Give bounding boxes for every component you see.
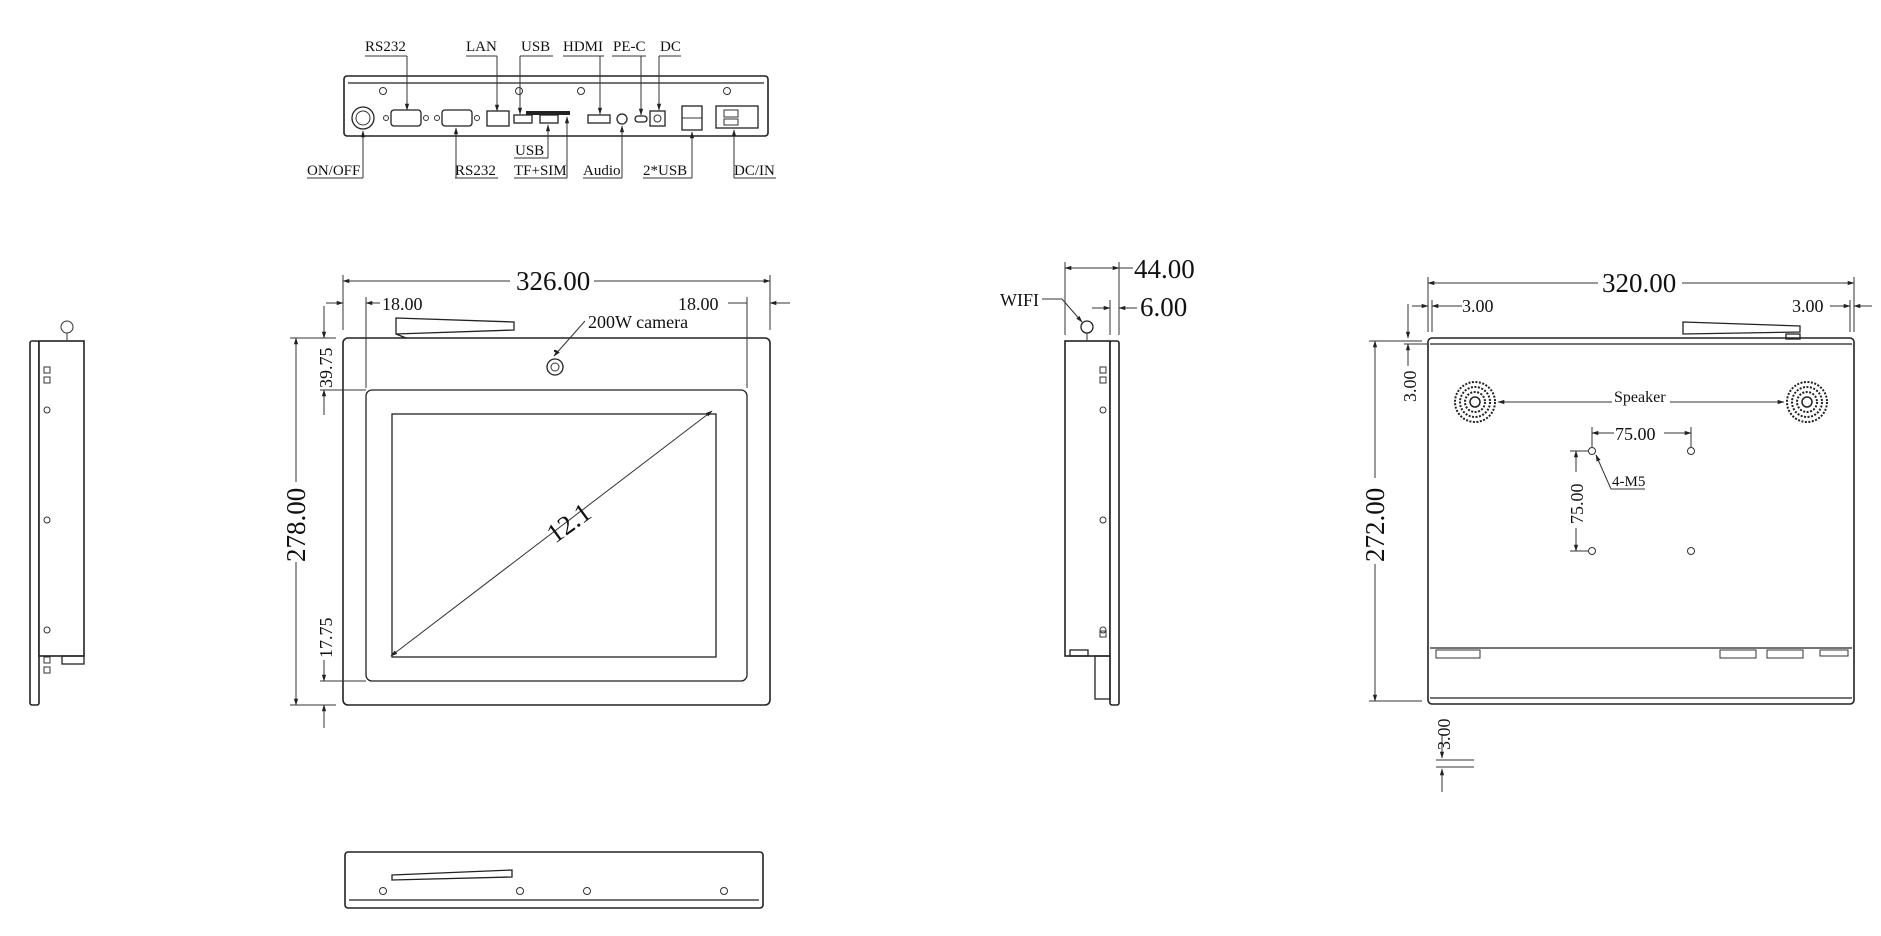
io-label-rs232-top: RS232 — [365, 39, 406, 55]
vesa-hole-bl — [1588, 547, 1596, 555]
io-label-on-off: ON/OFF — [307, 163, 360, 179]
io-label-pe-c: PE-C — [613, 39, 646, 55]
rear-right-margin-dim: 3.00 — [1792, 296, 1824, 316]
usb-c-port — [634, 115, 648, 123]
tf-sim-slot — [526, 111, 570, 115]
io-label-tf-sim: TF+SIM — [514, 163, 567, 179]
front-top-margin-dim: 39.75 — [316, 348, 336, 389]
front-view: 200W camera 12.1 326.00 18.00 18.00 278.… — [281, 266, 790, 728]
right-side-view: WIFI 44.00 6.00 — [1000, 254, 1195, 706]
io-label-dc-in: DC/IN — [734, 163, 775, 179]
left-side-view — [29, 320, 85, 706]
io-label-2-usb: 2*USB — [643, 163, 687, 179]
io-label-dc: DC — [660, 39, 681, 55]
dc-jack — [649, 110, 666, 127]
speaker-left — [1454, 381, 1496, 423]
front-width-dim: 326.00 — [516, 266, 590, 296]
rear-width-dim: 320.00 — [1602, 268, 1676, 298]
io-label-rs232-bottom: RS232 — [455, 163, 496, 179]
vesa-vertical-dim: 75.00 — [1567, 484, 1587, 525]
rear-bottom-margin-dim: 3.00 — [1434, 719, 1454, 751]
vesa-hole-tr — [1687, 447, 1695, 455]
speaker-label: Speaker — [1614, 389, 1666, 406]
hdmi-port — [587, 114, 611, 124]
front-bottom-margin-dim: 17.75 — [316, 618, 336, 659]
front-height-dim: 278.00 — [281, 488, 311, 562]
vesa-hole-br — [1687, 547, 1695, 555]
antenna-rear — [1682, 321, 1801, 335]
io-label-hdmi: HDMI — [563, 39, 603, 55]
camera-label: 200W camera — [588, 312, 688, 332]
mount-screw-label: 4-M5 — [1612, 474, 1645, 490]
io-label-lan: LAN — [466, 39, 497, 55]
rear-view: Speaker 75.00 75.00 4-M5 320.00 3.00 — [1360, 268, 1872, 792]
dual-usb-port — [681, 105, 703, 131]
antenna-bottom — [391, 869, 513, 881]
vesa-hole-tl — [1588, 447, 1596, 455]
front-right-margin-dim: 18.00 — [678, 294, 719, 314]
antenna-front — [395, 317, 515, 335]
bottom-view — [344, 851, 764, 909]
power-button-port — [351, 106, 375, 130]
io-label-usb-top: USB — [521, 39, 550, 55]
audio-jack — [616, 113, 628, 125]
side-depth-dim: 44.00 — [1134, 254, 1195, 284]
dc-in-terminal — [715, 105, 759, 129]
vesa-horizontal-dim: 75.00 — [1615, 424, 1656, 444]
rear-top-margin-dim: 3.00 — [1400, 371, 1420, 403]
front-left-margin-dim: 18.00 — [382, 294, 423, 314]
rs232-port-2 — [434, 109, 480, 127]
speaker-right — [1786, 381, 1828, 423]
rear-left-margin-dim: 3.00 — [1462, 296, 1494, 316]
wifi-label: WIFI — [1000, 290, 1039, 310]
io-panel-view: RS232 LAN USB HDMI PE-C DC ON/OFF RS232 … — [307, 39, 776, 179]
side-frame-dim: 6.00 — [1140, 292, 1187, 322]
rear-height-dim: 272.00 — [1360, 488, 1390, 562]
usb-port-1 — [513, 114, 533, 124]
io-label-usb-bottom: USB — [515, 143, 544, 159]
io-label-audio: Audio — [583, 163, 621, 179]
